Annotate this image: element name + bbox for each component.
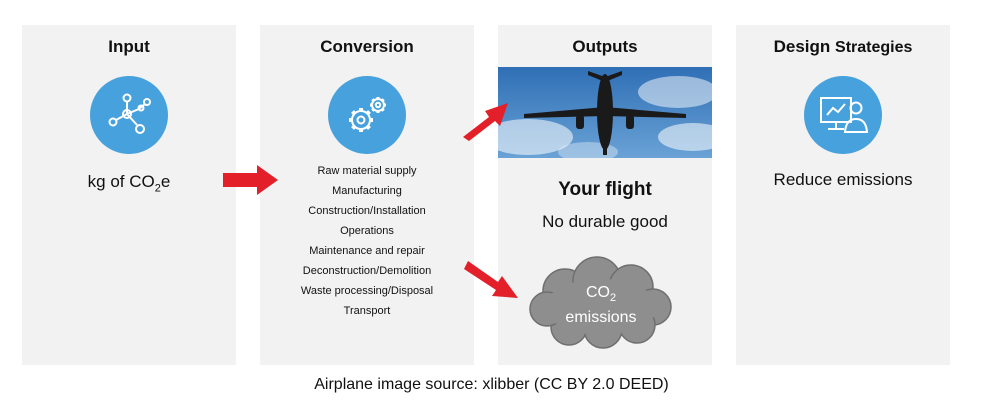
airplane-icon — [524, 71, 686, 155]
arrow-conversion-to-flight — [463, 103, 508, 141]
airplane-photo — [498, 67, 712, 158]
arrow-input-to-conversion — [223, 165, 278, 195]
input-unit-suffix: e — [160, 172, 171, 191]
conversion-step: Construction/Installation — [308, 205, 426, 217]
arrow-conversion-to-emissions — [464, 261, 518, 298]
conversion-step: Operations — [340, 225, 394, 237]
input-unit-text: kg of CO2e — [22, 172, 236, 194]
input-panel: Input kg of CO2e — [22, 25, 236, 365]
conversion-step: Raw material supply — [317, 165, 417, 177]
conversion-step: Maintenance and repair — [309, 245, 425, 257]
presenter-screen-icon — [820, 97, 869, 133]
design-strategies-title: Design Strategies — [736, 37, 950, 57]
input-title: Input — [108, 37, 150, 56]
design-title-main: Design — [773, 37, 831, 56]
input-icon-circle — [90, 76, 168, 154]
image-source-caption: Airplane image source: xlibber (CC BY 2.… — [314, 376, 669, 393]
design-title-small: Strategies — [835, 39, 913, 56]
input-unit-main: kg of CO — [87, 172, 155, 191]
conversion-panel: Conversion — [260, 25, 474, 365]
outputs-title: Outputs — [572, 37, 638, 56]
design-strategies-panel: Design Strategies Reduce emissions — [736, 25, 950, 365]
design-icon-circle — [804, 76, 882, 154]
gears-icon — [349, 97, 386, 132]
flight-subtitle: No durable good — [542, 212, 668, 231]
flight-title: Your flight — [558, 179, 652, 200]
cloud-icon — [529, 256, 672, 349]
cloud-co2-main: CO — [585, 284, 610, 301]
cloud-co2-subscript: 2 — [609, 292, 617, 305]
cloud-text: CO2 emissions — [525, 283, 677, 328]
conversion-title: Conversion — [320, 37, 414, 56]
conversion-icon-circle — [328, 76, 406, 154]
input-unit-subscript: 2 — [154, 182, 161, 195]
conversion-step: Deconstruction/Demolition — [302, 265, 432, 277]
design-strategy-text: Reduce emissions — [773, 170, 913, 189]
emissions-cloud: CO2 emissions — [525, 253, 677, 349]
outputs-panel: Outputs — [498, 25, 712, 365]
conversion-step: Waste processing/Disposal — [300, 285, 434, 297]
conversion-step: Transport — [343, 305, 391, 317]
conversion-steps-list: Raw material supply Manufacturing Constr… — [260, 161, 474, 321]
cloud-emissions-label: emissions — [565, 309, 637, 327]
conversion-step: Manufacturing — [332, 185, 402, 197]
network-nodes-icon — [108, 93, 151, 134]
